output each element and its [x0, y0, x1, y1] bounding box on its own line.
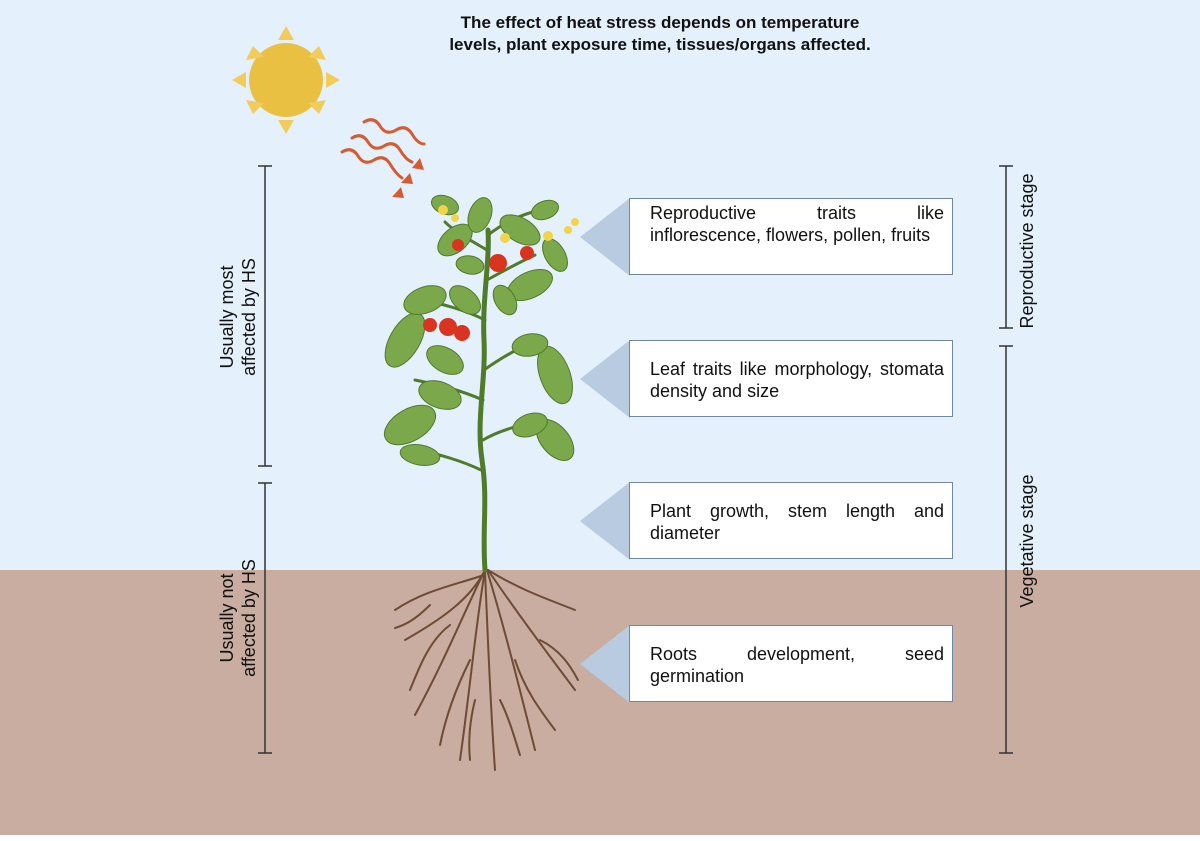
callout-pointer-leaf [580, 340, 630, 418]
right-bracket-reproductive [999, 165, 1013, 329]
heat-waves-icon [340, 118, 426, 198]
bottom-border [0, 835, 1200, 841]
sky [0, 0, 1200, 570]
left-label-not-affected: Usually not affected by HS [216, 518, 260, 718]
title-line-1: The effect of heat stress depends on tem… [460, 13, 860, 32]
trait-box-roots: Roots development, seed germination [629, 625, 953, 702]
flowers [438, 205, 579, 243]
fruits [423, 239, 534, 341]
title-line-2: levels, plant exposure time, tissues/org… [449, 35, 871, 54]
right-label-vegetative-stage: Vegetative stage [1017, 474, 1037, 608]
left-bracket-not-affected [258, 482, 272, 754]
sun-icon [232, 26, 340, 134]
left-bracket-affected [258, 165, 272, 467]
left-label-not-affected-line-1: Usually not [217, 573, 237, 663]
right-label-reproductive-stage: Reproductive stage [1017, 173, 1037, 329]
trait-box-leaf: Leaf traits like morphology, stomata den… [629, 340, 953, 417]
trait-text-leaf: Leaf traits like morphology, stomata den… [650, 358, 944, 401]
left-label-most-affected: Usually most affected by HS [216, 217, 260, 417]
roots [394, 569, 579, 771]
leaves [383, 194, 575, 466]
left-label-most-affected-line-1: Usually most [217, 265, 237, 369]
trait-box-stem: Plant growth, stem length and diameter [629, 482, 953, 559]
trait-text-reproductive: Reproductive traits like inflorescence, … [650, 203, 944, 245]
tomato-plant-icon [383, 194, 579, 771]
trait-text-roots: Roots development, seed germination [650, 643, 944, 686]
left-label-not-affected-line-2: affected by HS [239, 559, 259, 677]
soil [0, 570, 1200, 841]
diagram-title: The effect of heat stress depends on tem… [380, 12, 940, 56]
callout-pointers [580, 198, 630, 703]
callout-pointer-roots [580, 625, 630, 703]
callout-pointer-reproductive [580, 198, 630, 276]
callout-pointer-stem [580, 482, 630, 560]
trait-box-reproductive: Reproductive traits like inflorescence, … [629, 198, 953, 275]
trait-text-stem: Plant growth, stem length and diameter [650, 500, 944, 543]
left-label-most-affected-line-2: affected by HS [239, 258, 259, 376]
right-bracket-vegetative [999, 345, 1013, 754]
